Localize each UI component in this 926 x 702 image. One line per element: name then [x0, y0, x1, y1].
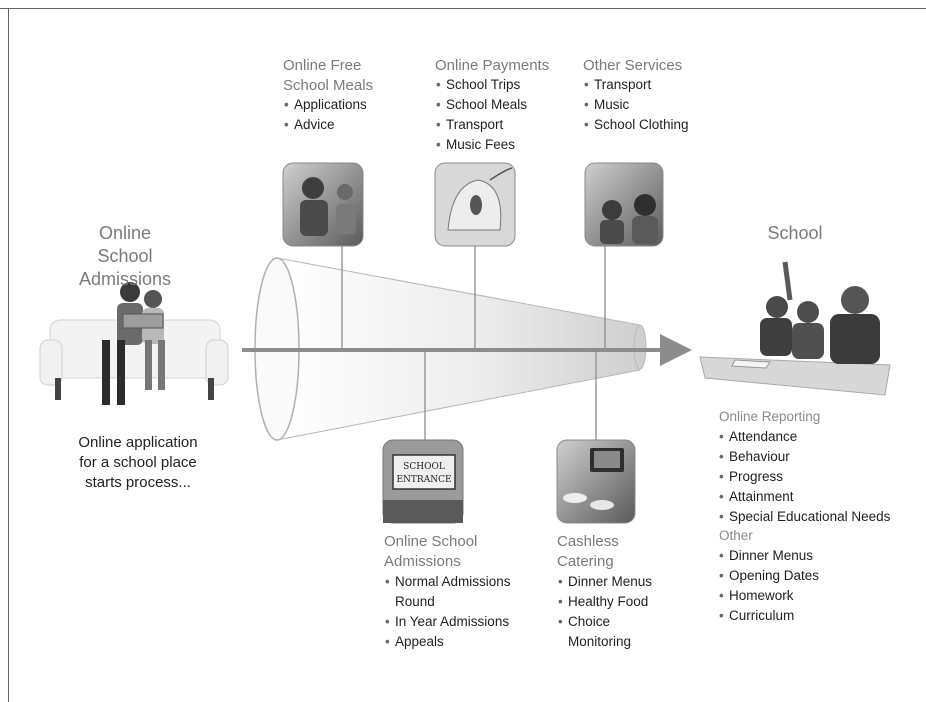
list-item: Music: [584, 95, 689, 115]
list-item: Attainment: [719, 487, 890, 507]
photo-cashless-catering: [556, 439, 636, 524]
frame-left-border: [8, 8, 9, 702]
list-item: Music Fees: [436, 135, 527, 155]
list-item: Choice Monitoring: [558, 612, 640, 652]
photo-family-on-sofa: [39, 282, 229, 405]
photo-online-payments: [434, 162, 516, 247]
top-box-list-other-services: Transport Music School Clothing: [584, 75, 689, 135]
top-box-heading: Online Payments: [435, 57, 550, 74]
list-item: Dinner Menus: [558, 572, 668, 592]
list-item: Attendance: [719, 427, 890, 447]
other-list: Dinner Menus Opening Dates Homework Curr…: [719, 546, 819, 626]
list-item: Normal Admissions Round: [385, 572, 525, 612]
list-item: Applications: [284, 95, 367, 115]
left-caption: Online application for a school place st…: [78, 434, 198, 491]
list-item: Appeals: [385, 632, 525, 652]
list-item: Opening Dates: [719, 566, 819, 586]
bottom-box-list-admissions: Normal Admissions Round In Year Admissio…: [385, 572, 525, 652]
top-box-list-free-school-meals: Applications Advice: [284, 95, 367, 135]
bottom-box-heading: Online School Admissions: [384, 533, 478, 570]
reporting-list: Attendance Behaviour Progress Attainment…: [719, 427, 890, 527]
bottom-box-heading: Cashless Catering: [557, 533, 619, 570]
list-item: Healthy Food: [558, 592, 668, 612]
list-item: Transport: [584, 75, 689, 95]
list-item: Special Educational Needs: [719, 507, 890, 527]
sign-text-line-2: ENTRANCE: [396, 475, 451, 485]
list-item: Advice: [284, 115, 367, 135]
list-item: Progress: [719, 467, 890, 487]
bottom-box-list-catering: Dinner Menus Healthy Food Choice Monitor…: [558, 572, 668, 652]
photo-classroom: [699, 261, 891, 396]
list-item: Transport: [436, 115, 527, 135]
list-item: School Meals: [436, 95, 527, 115]
main-arrow-head: [660, 334, 692, 366]
left-title: Online School Admissions: [78, 223, 172, 289]
top-box-list-online-payments: School Trips School Meals Transport Musi…: [436, 75, 527, 155]
list-item: School Trips: [436, 75, 527, 95]
top-box-heading: Online Free School Meals: [283, 57, 374, 94]
other-heading: Other: [719, 528, 753, 543]
photo-other-services: [584, 162, 664, 247]
sign-text-line-1: SCHOOL: [403, 462, 445, 472]
funnel-tip: [633, 324, 647, 370]
reporting-heading: Online Reporting: [719, 409, 821, 424]
list-item: Homework: [719, 586, 819, 606]
list-item: Curriculum: [719, 606, 819, 626]
list-item: Behaviour: [719, 447, 890, 467]
list-item: In Year Admissions: [385, 612, 525, 632]
photo-school-entrance-sign: [382, 439, 464, 524]
frame-top-border: [0, 8, 926, 9]
right-title: School: [767, 223, 823, 243]
photo-free-school-meals: [282, 162, 364, 247]
list-item: School Clothing: [584, 115, 689, 135]
list-item: Dinner Menus: [719, 546, 819, 566]
top-box-heading: Other Services: [583, 57, 683, 74]
